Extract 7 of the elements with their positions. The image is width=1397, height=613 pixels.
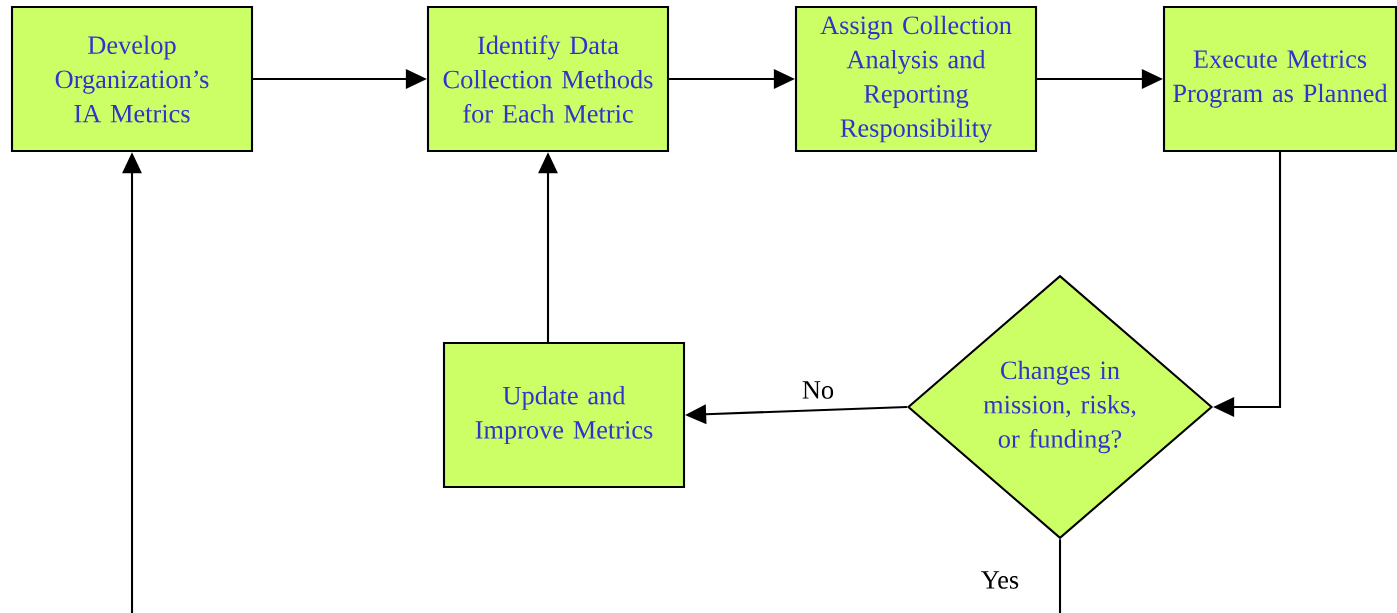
- process-box: Develop Organization’s IA Metrics: [10, 5, 254, 153]
- process-box: Identify Data Collection Methods for Each Metric: [426, 5, 670, 153]
- edge-label: No: [800, 379, 836, 401]
- process-box: Update and Improve Metrics: [442, 341, 686, 489]
- process-box: Execute Metrics Program as Planned: [1162, 5, 1397, 153]
- edge-label: Yes: [979, 569, 1021, 591]
- process-box: Assign Collection Analysis and Reporting Responsibility: [794, 5, 1038, 153]
